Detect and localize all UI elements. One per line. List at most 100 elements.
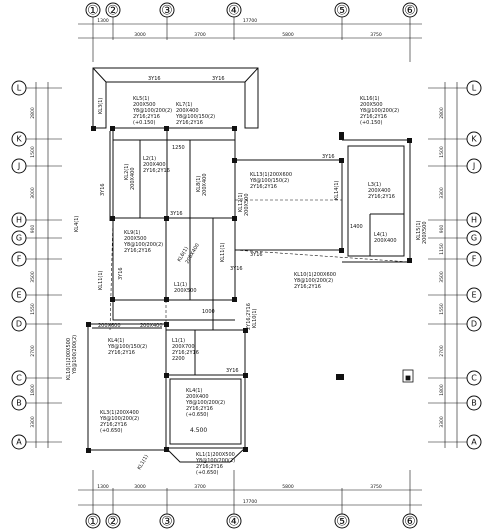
label-kl13: KL13(1)200X600 [250,172,292,178]
right-dim-10: 3300 [439,416,445,428]
label-kl1-elev: (+0.650) [196,470,218,476]
left-dim-8: 1800 [30,384,36,396]
axis-label-H-left: H [16,216,22,225]
label-kl2-section: 200X400 [130,167,136,190]
right-axis-labels: L K J H G F E D C B A [471,84,477,447]
label-kl12-section: 200X500 [244,193,250,216]
label-section-e: 200X400 [140,323,163,329]
axis-label-4-top: ④ [228,4,240,19]
top-axis-labels: ① ② ③ ④ ⑤ ⑥ [87,4,416,19]
bottom-dimension-texts: 1300 3000 3700 5800 3750 17700 [97,484,382,505]
label-1400: 1400 [350,224,363,230]
label-kl3-rebar: 2Y16;2Y16 [100,422,127,428]
label-kl2-side: KL10(1)200X500 [66,338,72,380]
label-rebar-top1: 3Y16 [148,76,161,82]
axis-label-A-right: A [471,438,477,447]
label-kl15: KL15(1) [416,220,422,240]
label-l1-section: 200X500 [174,288,197,294]
right-dim-9: 1800 [439,384,445,396]
label-kl8-section: 200X400 [202,173,208,196]
canopy-hip-lines [92,67,259,83]
axis-label-C-right: C [471,374,477,383]
axis-label-K-left: K [16,135,22,144]
left-dim-9: 3300 [30,416,36,428]
label-rebar-c: 3Y16 [230,266,243,272]
label-kl9-section: 200X500 [124,236,147,242]
middle-left-strip [112,218,167,301]
right-dimension-texts: 2800 1500 3300 900 1150 3500 1550 2700 1… [439,107,445,428]
axis-label-J-left: J [17,162,20,171]
label-l1-b: L1(1) [172,338,185,344]
axis-label-5-top: ⑤ [336,4,348,19]
left-dim-6: 1550 [30,303,36,315]
label-l2: L2(1) [143,156,156,162]
left-dim-3: 3000 [30,187,36,199]
label-kl10: KL10(1)200X600 [294,272,336,278]
axis-label-J-right: J [472,162,475,171]
label-kl4-b-stirrup: Y8@100/200(2) [185,400,225,406]
right-dimension-lines [428,82,467,448]
label-kl1-stirrup: Y8@100/200(2) [195,458,235,464]
axis-label-6-bottom: ⑥ [404,515,416,530]
axis-label-E-left: E [16,291,21,300]
label-l1-b-rebar: 2Y16;2Y16 [172,350,199,356]
label-kl16-stirrup: Y8@100/200(2) [359,108,399,114]
label-kl7-section: 200X400 [176,108,199,114]
label-rebar-f: 2Y16;2Y16 [246,303,252,330]
stair-symbol [402,369,414,383]
label-l2-section: 200X400 [143,162,166,168]
axis-label-F-left: F [17,255,22,264]
label-rebar-g: 3Y16 [226,368,239,374]
label-rebar-left: 3Y16 [100,183,106,196]
columns [86,126,412,453]
label-kl4-stirrup: Y8@100/150(2) [107,344,147,350]
axis-label-3-bottom: ③ [161,515,173,530]
axis-label-K-right: K [471,135,477,144]
label-l3: L3(1) [368,182,381,188]
left-dim-2: 1500 [30,146,36,158]
label-kl1-rebar: 2Y16;2Y16 [196,464,223,470]
right-dim-7: 1550 [439,303,445,315]
top-dim-3: 3700 [194,32,206,38]
axis-label-B-right: B [471,399,477,408]
bottom-dim-4: 5800 [282,484,294,490]
axis-label-F-right: F [472,255,477,264]
label-kl9-stirrup: Y8@100/200(2) [123,242,163,248]
axis-label-D-right: D [471,320,477,329]
beam-outlines [87,67,411,463]
axis-label-B-left: B [16,399,22,408]
label-kl16-section: 200X500 [360,102,383,108]
label-kl3-stirrup: Y8@100/200(2) [99,416,139,422]
bottom-dim-2: 3000 [134,484,146,490]
label-kl3: KL3(1)200X400 [100,410,139,416]
label-kl4-b-rebar: 2Y16;2Y16 [186,406,213,412]
right-dim-8: 2700 [439,345,445,357]
label-kl9: KL9(1) [124,230,140,236]
right-dim-5: 1150 [439,243,445,255]
axis-label-G-left: G [16,234,22,243]
label-1000: 1000 [202,309,215,315]
label-l4: L4(1) [374,232,387,238]
left-dim-5: 3500 [30,271,36,283]
label-l2-rebar: 2Y16;2Y16 [143,168,170,174]
label-kl8: KL8(1) [196,176,202,192]
misc-symbols [402,369,414,383]
label-kl5-stirrup: Y8@100/200(2) [132,108,172,114]
axis-label-D-left: D [16,320,22,329]
label-rebar-w: 3Y16 [118,267,124,280]
axis-label-E-right: E [471,291,476,300]
label-kl2: KL2(1) [124,164,130,180]
top-dim-4: 5800 [282,32,294,38]
top-dim-total: 17700 [243,18,257,24]
top-dim-2: 3000 [134,32,146,38]
east-room [342,139,411,263]
east-wing-upper [235,159,343,251]
axis-label-C-left: C [16,374,22,383]
label-kl5: KL5(1) [133,96,149,102]
label-1250: 1250 [172,145,185,151]
right-dim-3: 3300 [439,187,445,199]
dashed-beams [109,199,411,375]
left-dimension-lines [26,82,62,448]
top-axis-bubbles [85,2,418,18]
axis-label-2-bottom: ② [107,515,119,530]
